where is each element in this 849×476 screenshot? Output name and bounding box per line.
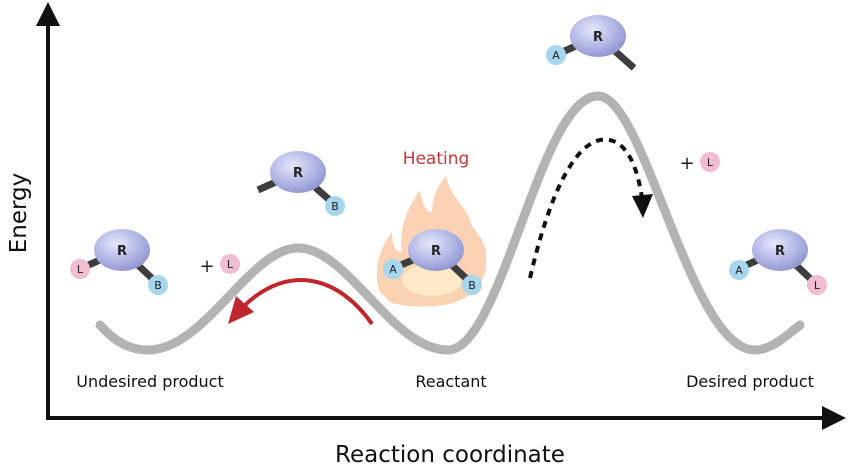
- molecule-undesired-product: R L B: [70, 229, 168, 295]
- atom-R-label: R: [775, 244, 785, 259]
- energy-curve: [95, 91, 805, 355]
- atom-R-label: R: [593, 30, 603, 45]
- plus-sign-left: +: [199, 256, 214, 277]
- atom-B-label: B: [468, 279, 476, 292]
- undesired-product-label: Undesired product: [76, 372, 223, 391]
- molecule-intermediate-right: R A: [546, 15, 637, 71]
- molecule-intermediate-left: R B: [256, 151, 345, 216]
- atom-R-label: R: [293, 166, 303, 181]
- atom-B-label: B: [331, 200, 339, 213]
- heating-label: Heating: [403, 149, 470, 169]
- plus-sign-right: +: [679, 153, 694, 174]
- atom-B-label: B: [154, 279, 162, 292]
- axes: [36, 2, 846, 430]
- atom-L-label: L: [77, 263, 84, 276]
- x-axis-label: Reaction coordinate: [335, 442, 565, 468]
- y-axis-arrowhead: [36, 2, 60, 26]
- leaving-group-left: + L: [199, 254, 240, 277]
- x-axis-arrowhead: [822, 406, 846, 430]
- molecule-reactant: R A B: [383, 229, 482, 295]
- atom-A-label: A: [552, 49, 560, 62]
- atom-L-label: L: [707, 156, 714, 169]
- atom-R-label: R: [117, 244, 127, 259]
- atom-R-label: R: [431, 244, 441, 259]
- atom-L-label: L: [814, 279, 821, 292]
- y-axis-label: Energy: [6, 173, 32, 254]
- atom-L-label: L: [227, 258, 234, 271]
- red-curved-arrow: [228, 278, 374, 326]
- dashed-arrow: [528, 137, 653, 279]
- leaving-group-right: + L: [679, 152, 720, 174]
- atom-A-label: A: [735, 264, 743, 277]
- atom-A-label: A: [389, 263, 397, 276]
- reactant-label: Reactant: [415, 372, 486, 391]
- molecule-desired-product: R A L: [729, 229, 827, 295]
- desired-product-label: Desired product: [686, 372, 814, 391]
